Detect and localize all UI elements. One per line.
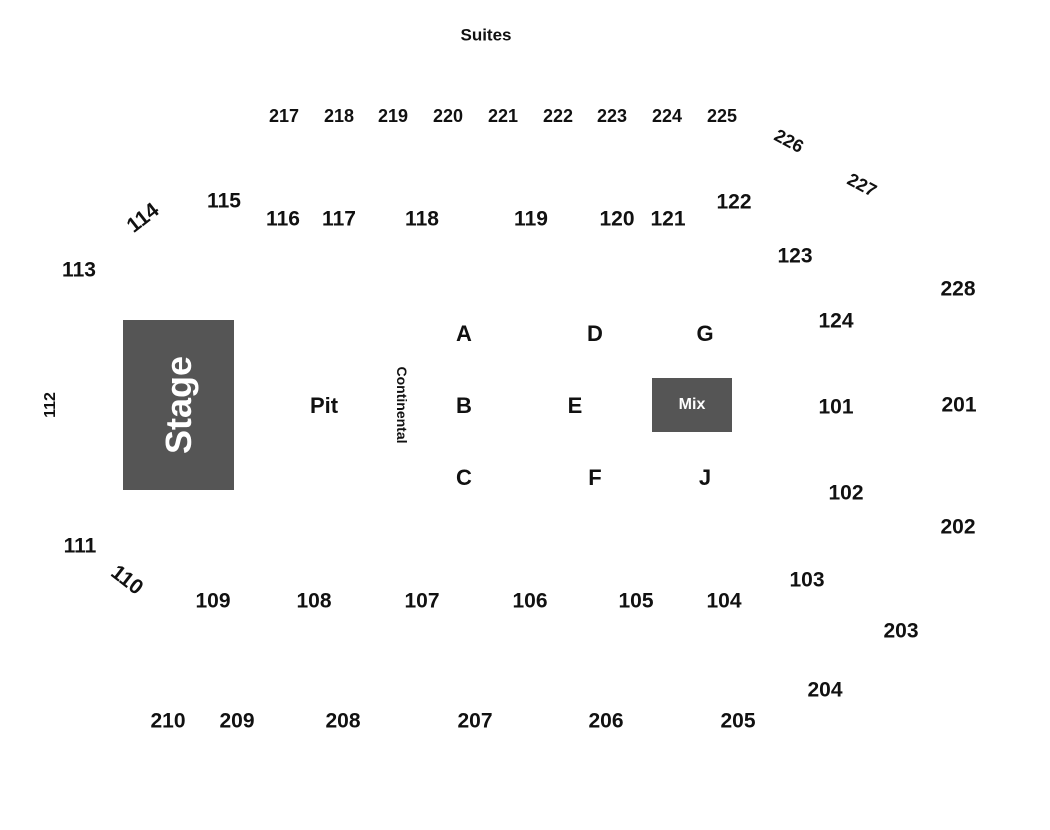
section-108[interactable]: 108 (296, 589, 332, 613)
section-116[interactable]: 116 (266, 207, 300, 231)
section-120[interactable]: 120 (599, 207, 635, 231)
suite-218[interactable]: 218 (323, 106, 355, 126)
stage-label: Stage (157, 355, 199, 455)
floor-section-d[interactable]: D (587, 321, 603, 346)
floor-section-f[interactable]: F (588, 465, 602, 490)
section-110[interactable]: 110 (106, 560, 148, 600)
suites-header: Suites (460, 25, 512, 45)
floor-section-e[interactable]: E (567, 393, 583, 418)
section-208[interactable]: 208 (325, 709, 361, 733)
section-112[interactable]: 112 (42, 392, 59, 418)
section-206[interactable]: 206 (588, 709, 624, 733)
section-210[interactable]: 210 (150, 709, 186, 733)
section-105[interactable]: 105 (618, 589, 654, 613)
section-118[interactable]: 118 (405, 207, 439, 231)
suite-226[interactable]: 226 (771, 125, 807, 157)
floor-section-a[interactable]: A (456, 321, 472, 346)
section-122[interactable]: 122 (716, 190, 752, 214)
section-119[interactable]: 119 (514, 207, 548, 231)
section-202[interactable]: 202 (940, 515, 976, 539)
mix-label: Mix (678, 396, 706, 413)
section-228[interactable]: 228 (940, 277, 976, 301)
section-123[interactable]: 123 (777, 244, 813, 268)
suite-223[interactable]: 223 (596, 106, 628, 126)
floor-section-b[interactable]: B (456, 393, 472, 418)
section-201[interactable]: 201 (941, 393, 977, 417)
section-115[interactable]: 115 (207, 189, 241, 213)
pit-section[interactable]: Pit (309, 393, 339, 418)
section-117[interactable]: 117 (322, 207, 356, 231)
section-207[interactable]: 207 (457, 709, 493, 733)
suite-221[interactable]: 221 (487, 106, 519, 126)
section-204[interactable]: 204 (807, 678, 843, 702)
section-104[interactable]: 104 (706, 589, 742, 613)
section-111[interactable]: 111 (63, 534, 97, 558)
suite-217[interactable]: 217 (268, 106, 300, 126)
section-101[interactable]: 101 (818, 395, 854, 419)
suite-222[interactable]: 222 (542, 106, 574, 126)
section-114[interactable]: 114 (122, 198, 164, 238)
suite-225[interactable]: 225 (706, 106, 738, 126)
section-113[interactable]: 113 (62, 258, 96, 282)
mix-block: Mix (652, 378, 732, 432)
section-103[interactable]: 103 (789, 568, 825, 592)
floor-section-j[interactable]: J (698, 465, 712, 490)
section-106[interactable]: 106 (512, 589, 548, 613)
suite-219[interactable]: 219 (377, 106, 409, 126)
section-209[interactable]: 209 (219, 709, 255, 733)
section-124[interactable]: 124 (818, 309, 854, 333)
section-107[interactable]: 107 (404, 589, 440, 613)
continental-section[interactable]: Continental (394, 366, 410, 444)
floor-section-c[interactable]: C (456, 465, 472, 490)
section-121[interactable]: 121 (650, 207, 686, 231)
section-203[interactable]: 203 (883, 619, 919, 643)
suite-224[interactable]: 224 (651, 106, 683, 126)
stage-block: Stage (123, 320, 234, 490)
section-109[interactable]: 109 (195, 589, 231, 613)
section-102[interactable]: 102 (828, 481, 864, 505)
floor-section-g[interactable]: G (696, 321, 714, 346)
section-205[interactable]: 205 (720, 709, 756, 733)
suite-227[interactable]: 227 (844, 169, 880, 201)
suite-220[interactable]: 220 (432, 106, 464, 126)
